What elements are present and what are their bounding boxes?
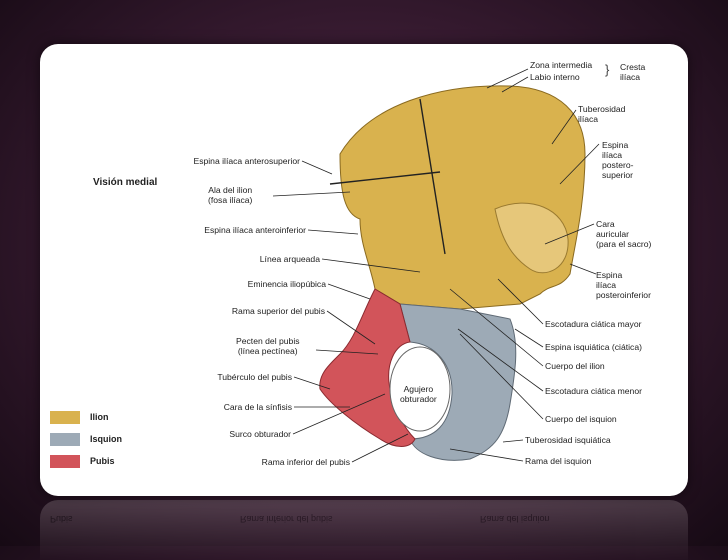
label-tuberosidad-iliaca: Tuberosidad ilíaca [578,104,626,124]
label-espina-iliaca-anteroinferior: Espina ilíaca anteroinferior [204,225,306,235]
reflection-text: Rama inferior del pubis [240,514,333,524]
label-labio-interno: Labio interno [530,72,580,82]
label-espina-iliaca-anterosuperior: Espina ilíaca anterosuperior [193,156,300,166]
label-espina-iliaca-postero-superior: Espina ilíaca postero- superior [602,140,634,180]
reflection-text: Pubis [50,514,73,524]
label-rama-del-isquion: Rama del isquion [525,456,592,466]
obturator-foramen [389,346,451,432]
legend-label: Isquion [90,434,122,444]
label-zona-intermedia: Zona intermedia [530,60,593,70]
label-cara-de-la-sinfisis: Cara de la sínfisis [223,402,292,412]
label-escotadura-ciatica-mayor: Escotadura ciática mayor [545,319,642,329]
legend-swatch [50,455,80,468]
slide-card: Visión medial Ilion Isquion Pubis Zona i… [40,44,688,496]
leader-lines [272,160,421,463]
label-espina-isquiatica: Espina isquiática (ciática) [545,342,642,352]
brace-icon: } [605,62,610,77]
label-escotadura-ciatica-menor: Escotadura ciática menor [545,386,642,396]
ischium-region [399,303,517,461]
label-surco-obturador: Surco obturador [229,429,291,439]
label-rama-superior-del-pubis: Rama superior del pubis [231,306,325,316]
view-title: Visión medial [93,177,158,188]
legend-swatch [50,411,80,424]
hip-bone-illustration [272,68,600,463]
boundary-line [419,98,446,255]
label-eminencia-iliopubica: Eminencia iliopúbica [247,279,326,289]
label-espina-iliaca-posteroinferior: Espina ilíaca posteroinferior [596,270,651,300]
auricular-surface [494,202,569,274]
ilium-region [339,85,586,310]
reflection-text: Rama del isquion [480,514,550,524]
label-tuberosidad-isquiatica: Tuberosidad isquiática [525,435,611,445]
legend-label: Pubis [90,456,115,466]
label-cuerpo-del-ilion: Cuerpo del ilion [545,361,605,371]
leader-lines [449,68,600,462]
boundary-line [329,171,441,185]
label-cara-auricular: Cara auricular (para el sacro) [596,219,652,249]
label-agujero-obturador: Agujero obturador [400,384,437,404]
legend-swatch [50,433,80,446]
slide-reflection: Pubis Rama inferior del pubis Rama del i… [40,500,688,560]
label-linea-arqueada: Línea arqueada [259,254,320,264]
label-tuberculo-del-pubis: Tubérculo del pubis [217,372,292,382]
label-rama-inferior-del-pubis: Rama inferior del pubis [261,457,350,467]
label-pecten-del-pubis: Pecten del pubis (línea pectínea) [236,336,300,356]
label-cresta-iliaca: Cresta ilíaca [620,62,646,82]
legend-label: Ilion [90,412,109,422]
label-ala-del-ilion: Ala del ilion (fosa ilíaca) [208,185,253,205]
label-cuerpo-del-isquion: Cuerpo del isquion [545,414,617,424]
